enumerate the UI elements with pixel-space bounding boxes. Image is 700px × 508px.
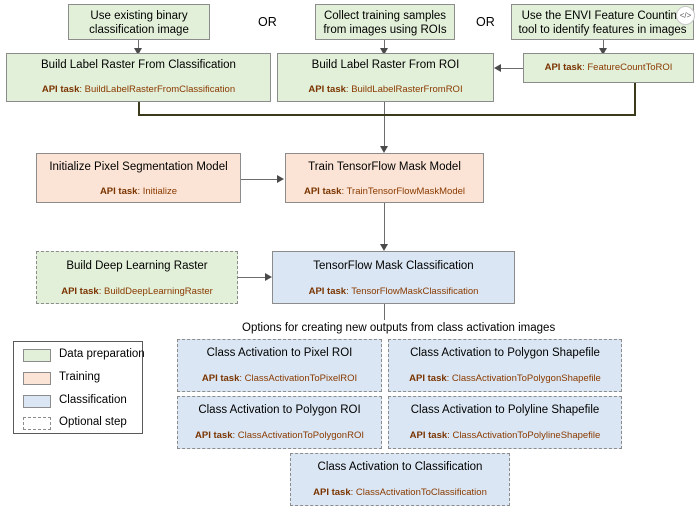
arrowhead-dl	[265, 273, 272, 281]
api-name: FeatureCountToROI	[587, 62, 673, 73]
legend-label: Optional step	[59, 416, 127, 428]
api-name: BuildDeepLearningRaster	[103, 286, 213, 297]
build-label-from-classification-title: Build Label Raster From Classification	[41, 59, 236, 71]
api-prefix: API task	[409, 430, 448, 441]
legend-swatch-data-preparation	[23, 349, 51, 362]
arrowhead-featurecount	[494, 64, 501, 72]
api-prefix: API task	[313, 487, 351, 498]
build-deep-learning-raster-title: Build Deep Learning Raster	[66, 260, 208, 272]
api-name: BuildLabelRasterFromClassification	[84, 84, 236, 95]
api-prefix: API task	[308, 286, 347, 297]
arrowhead-train	[380, 146, 388, 153]
legend-label: Classification	[59, 394, 127, 406]
api-name: ClassActivationToPolygonROI	[237, 430, 364, 441]
api-prefix: API task	[99, 186, 138, 197]
legend-label: Data preparation	[59, 348, 145, 360]
source-feature-counting-text: Use the ENVI Feature Counting tool to id…	[518, 10, 687, 36]
build-label-from-classification-api: API task: BuildLabelRasterFromClassifica…	[41, 84, 236, 95]
option-polygon-roi: Class Activation to Polygon ROI API task…	[177, 396, 382, 449]
connector-roi-down	[384, 102, 385, 114]
api-name: ClassActivationToPolylineShapefile	[452, 430, 601, 441]
initialize-model: Initialize Pixel Segmentation Model API …	[36, 153, 241, 203]
option-polygon-shapefile: Class Activation to Polygon Shapefile AP…	[388, 339, 622, 392]
source-roi-samples: Collect training samples from images usi…	[315, 4, 455, 40]
feature-count-to-roi: API task: FeatureCountToROI	[523, 53, 694, 83]
api-prefix: API task	[201, 373, 240, 384]
api-prefix: API task	[41, 84, 80, 95]
source-roi-samples-text: Collect training samples from images usi…	[323, 10, 447, 36]
api-name: ClassActivationToPixelROI	[244, 373, 358, 384]
train-mask-model: Train TensorFlow Mask Model API task: Tr…	[285, 153, 484, 203]
api-prefix: API task	[308, 84, 346, 95]
legend: Data preparation Training Classification…	[13, 341, 145, 434]
train-mask-model-title: Train TensorFlow Mask Model	[308, 161, 461, 173]
mask-classification-api: API task: TensorFlowMaskClassification	[308, 286, 479, 297]
build-label-from-classification: Build Label Raster From Classification A…	[6, 53, 271, 102]
api-name: ClassActivationToPolygonShapefile	[451, 373, 601, 384]
option-polygon-roi-title: Class Activation to Polygon ROI	[198, 404, 361, 416]
feature-count-to-roi-api: API task: FeatureCountToROI	[544, 62, 673, 73]
option-pixel-roi: Class Activation to Pixel ROI API task: …	[177, 339, 382, 392]
mask-classification-title: TensorFlow Mask Classification	[313, 260, 474, 272]
connector-source3-down	[603, 40, 604, 50]
api-name: ClassActivationToClassification	[355, 487, 487, 498]
api-prefix: API task	[195, 430, 233, 441]
arrowhead-source3	[599, 48, 607, 55]
api-prefix: API task	[303, 186, 342, 197]
initialize-model-title: Initialize Pixel Segmentation Model	[49, 161, 228, 173]
api-name: BuildLabelRasterFromROI	[351, 84, 463, 95]
option-polyline-shapefile-api: API task: ClassActivationToPolylineShape…	[409, 430, 601, 441]
merge-right-vertical	[634, 83, 636, 115]
arrowhead-init	[277, 175, 284, 183]
or-label-1: OR	[258, 15, 277, 29]
connector-featurecount-left	[500, 68, 523, 69]
api-name: Initialize	[142, 186, 178, 197]
option-classification: Class Activation to Classification API t…	[290, 453, 510, 506]
build-deep-learning-raster-api: API task: BuildDeepLearningRaster	[61, 286, 213, 297]
legend-swatch-training	[23, 372, 51, 385]
option-pixel-roi-api: API task: ClassActivationToPixelROI	[201, 373, 358, 384]
api-name: TensorFlowMaskClassification	[351, 286, 479, 297]
build-label-from-roi: Build Label Raster From ROI API task: Bu…	[277, 53, 494, 102]
build-label-from-roi-api: API task: BuildLabelRasterFromROI	[308, 84, 463, 95]
arrowhead-classify	[380, 244, 388, 251]
connector-dl-to-classify	[238, 277, 266, 278]
build-label-from-roi-title: Build Label Raster From ROI	[311, 59, 460, 71]
option-polygon-shapefile-title: Class Activation to Polygon Shapefile	[410, 347, 600, 359]
option-classification-api: API task: ClassActivationToClassificatio…	[313, 487, 487, 498]
connector-merge-to-train	[384, 116, 385, 146]
api-prefix: API task	[544, 62, 583, 73]
option-classification-title: Class Activation to Classification	[317, 461, 483, 473]
legend-swatch-classification	[23, 395, 51, 408]
option-polygon-roi-api: API task: ClassActivationToPolygonROI	[195, 430, 364, 441]
source-binary-classification: Use existing binary classification image	[68, 4, 210, 40]
option-polygon-shapefile-api: API task: ClassActivationToPolygonShapef…	[409, 373, 601, 384]
initialize-model-api: API task: Initialize	[99, 186, 178, 197]
legend-swatch-optional-step	[23, 417, 51, 430]
api-prefix: API task	[61, 286, 99, 297]
connector-classify-to-options	[384, 304, 385, 320]
merge-horizontal	[138, 114, 636, 116]
source-feature-counting: Use the ENVI Feature Counting tool to id…	[511, 4, 694, 40]
connector-train-to-classify	[384, 203, 385, 244]
legend-label: Training	[59, 371, 101, 383]
connector-source1-down	[138, 40, 139, 50]
connector-init-to-train	[241, 179, 278, 180]
mask-classification: TensorFlow Mask Classification API task:…	[272, 251, 515, 304]
arrowhead-source2	[380, 48, 388, 55]
train-mask-model-api: API task: TrainTensorFlowMaskModel	[303, 186, 466, 197]
api-prefix: API task	[409, 373, 447, 384]
or-label-2: OR	[476, 15, 495, 29]
options-caption: Options for creating new outputs from cl…	[242, 322, 556, 334]
arrowhead-source1	[134, 48, 142, 55]
source-binary-classification-text: Use existing binary classification image	[89, 10, 189, 36]
copy-code-icon[interactable]: </>	[676, 6, 695, 25]
build-deep-learning-raster: Build Deep Learning Raster API task: Bui…	[36, 251, 238, 304]
merge-left-vertical	[138, 102, 140, 115]
connector-source2-down	[384, 40, 385, 50]
option-pixel-roi-title: Class Activation to Pixel ROI	[206, 347, 353, 359]
option-polyline-shapefile: Class Activation to Polyline Shapefile A…	[388, 396, 622, 449]
option-polyline-shapefile-title: Class Activation to Polyline Shapefile	[410, 404, 600, 416]
api-name: TrainTensorFlowMaskModel	[346, 186, 466, 197]
